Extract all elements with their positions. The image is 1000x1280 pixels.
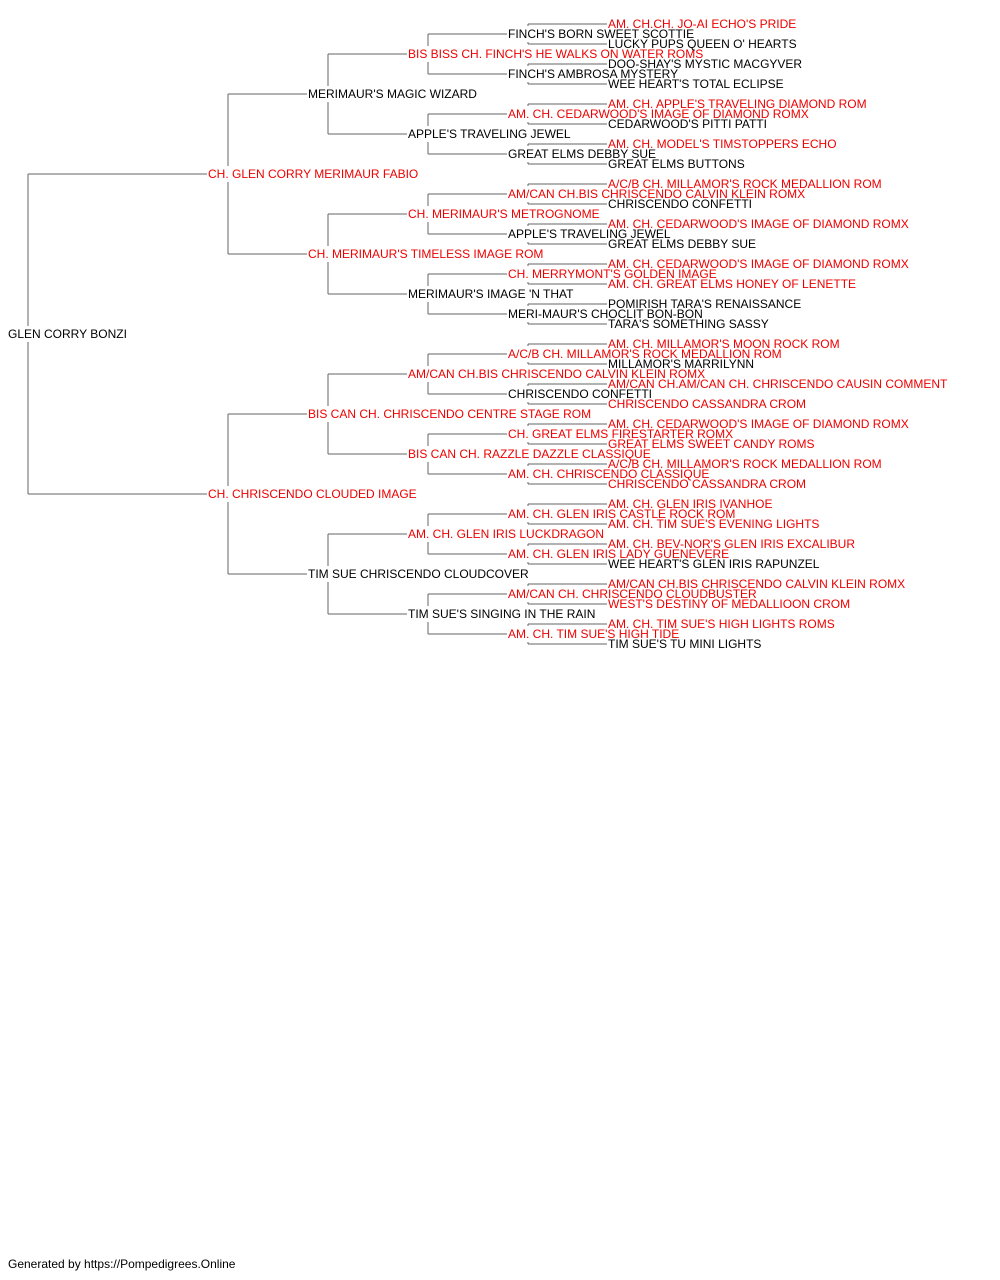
ancestor-name: CH. MERIMAUR'S TIMELESS IMAGE ROM [308,247,543,261]
footer-credit: Generated by https://Pompedigrees.Online [8,1257,236,1271]
ancestor-name: AM. CH. CEDARWOOD'S IMAGE OF DIAMOND ROM… [508,107,809,121]
ancestor-name: BIS CAN CH. RAZZLE DAZZLE CLASSIQUE [408,447,651,461]
ancestor-name: MILLAMOR'S MARRILYNN [608,357,754,371]
ancestor-name: TIM SUE'S TU MINI LIGHTS [608,637,761,651]
ancestor-name: MERIMAUR'S IMAGE 'N THAT [408,287,574,301]
ancestor-name: AM/CAN CH.BIS CHRISCENDO CALVIN KLEIN RO… [608,577,905,591]
ancestor-name: CHRISCENDO CONFETTI [608,197,752,211]
ancestor-name: BIS BISS CH. FINCH'S HE WALKS ON WATER R… [408,47,703,61]
ancestor-name: BIS CAN CH. CHRISCENDO CENTRE STAGE ROM [308,407,591,421]
ancestor-name: MERI-MAUR'S CHOCLIT BON-BON [508,307,703,321]
ancestor-name: AM. CH. MODEL'S TIMSTOPPERS ECHO [608,137,837,151]
ancestor-name: CH. CHRISCENDO CLOUDED IMAGE [208,487,417,501]
ancestor-name: CH. MERRYMONT'S GOLDEN IMAGE [508,267,717,281]
ancestor-name: AM. CH. GLEN IRIS IVANHOE [608,497,772,511]
ancestor-name: A/C/B CH. MILLAMOR'S ROCK MEDALLION ROM [508,347,782,361]
ancestor-name: WEE HEART'S TOTAL ECLIPSE [608,77,784,91]
ancestor-name: AM. CH. GLEN IRIS LUCKDRAGON [408,527,604,541]
ancestor-name: A/C/B CH. MILLAMOR'S ROCK MEDALLION ROM [608,457,882,471]
ancestor-name: AM/CAN CH.BIS CHRISCENDO CALVIN KLEIN RO… [408,367,705,381]
ancestor-name: AM. CH. TIM SUE'S EVENING LIGHTS [608,517,819,531]
ancestor-name: AM. CH. TIM SUE'S HIGH LIGHTS ROMS [608,617,835,631]
subject-dog-name: GLEN CORRY BONZI [8,327,127,341]
ancestor-name: AM. CH. GLEN IRIS CASTLE ROCK ROM [508,507,735,521]
ancestor-name: TIM SUE CHRISCENDO CLOUDCOVER [308,567,529,581]
ancestor-name: AM. CH. TIM SUE'S HIGH TIDE [508,627,679,641]
ancestor-name: TIM SUE'S SINGING IN THE RAIN [408,607,595,621]
ancestor-name: AM. CH. GLEN IRIS LADY GUENEVERE [508,547,729,561]
ancestor-name: DOO-SHAY'S MYSTIC MACGYVER [608,57,802,71]
ancestor-name: LUCKY PUPS QUEEN O' HEARTS [608,37,797,51]
ancestor-name: CHRISCENDO CASSANDRA CROM [608,477,806,491]
ancestor-name: CH. GLEN CORRY MERIMAUR FABIO [208,167,418,181]
ancestor-name: AM. CH. CEDARWOOD'S IMAGE OF DIAMOND ROM… [608,257,909,271]
ancestor-name: AM. CH. CEDARWOOD'S IMAGE OF DIAMOND ROM… [608,217,909,231]
ancestor-name: AM. CH. APPLE'S TRAVELING DIAMOND ROM [608,97,867,111]
ancestor-name: CHRISCENDO CASSANDRA CROM [608,397,806,411]
ancestor-name: AM. CH. BEV-NOR'S GLEN IRIS EXCALIBUR [608,537,855,551]
ancestor-name: GREAT ELMS SWEET CANDY ROMS [608,437,814,451]
ancestor-name: AM. CH. CEDARWOOD'S IMAGE OF DIAMOND ROM… [608,417,909,431]
ancestor-name: WEST'S DESTINY OF MEDALLIOON CROM [608,597,850,611]
ancestor-name: AM. CH. MILLAMOR'S MOON ROCK ROM [608,337,840,351]
ancestor-name: TARA'S SOMETHING SASSY [608,317,769,331]
ancestor-name: APPLE'S TRAVELING JEWEL [408,127,571,141]
ancestor-name: GREAT ELMS DEBBY SUE [608,237,756,251]
ancestor-name: WEE HEART'S GLEN IRIS RAPUNZEL [608,557,820,571]
ancestor-name: MERIMAUR'S MAGIC WIZARD [308,87,477,101]
ancestor-name: AM/CAN CH.BIS CHRISCENDO CALVIN KLEIN RO… [508,187,805,201]
ancestor-name: AM/CAN CH. CHRISCENDO CLOUDBUSTER [508,587,757,601]
ancestor-name: A/C/B CH. MILLAMOR'S ROCK MEDALLION ROM [608,177,882,191]
ancestor-name: AM. CH. CHRISCENDO CLASSIQUE [508,467,709,481]
ancestor-name: POMIRISH TARA'S RENAISSANCE [608,297,801,311]
ancestor-name: AM. CH. GREAT ELMS HONEY OF LENETTE [608,277,856,291]
ancestor-name: FINCH'S AMBROSA MYSTERY [508,67,678,81]
ancestor-name: CH. GREAT ELMS FIRESTARTER ROMX [508,427,733,441]
ancestor-name: CHRISCENDO CONFETTI [508,387,652,401]
ancestor-name: CH. MERIMAUR'S METROGNOME [408,207,600,221]
ancestor-name: AM/CAN CH.AM/CAN CH. CHRISCENDO CAUSIN C… [608,377,948,391]
ancestor-name: CEDARWOOD'S PITTI PATTI [608,117,767,131]
ancestor-name: GREAT ELMS BUTTONS [608,157,745,171]
ancestor-name: AM. CH.CH. JO-AI ECHO'S PRIDE [608,17,796,31]
ancestor-name: FINCH'S BORN SWEET SCOTTIE [508,27,694,41]
ancestor-name: GREAT ELMS DEBBY SUE [508,147,656,161]
ancestor-name: APPLE'S TRAVELING JEWEL [508,227,671,241]
